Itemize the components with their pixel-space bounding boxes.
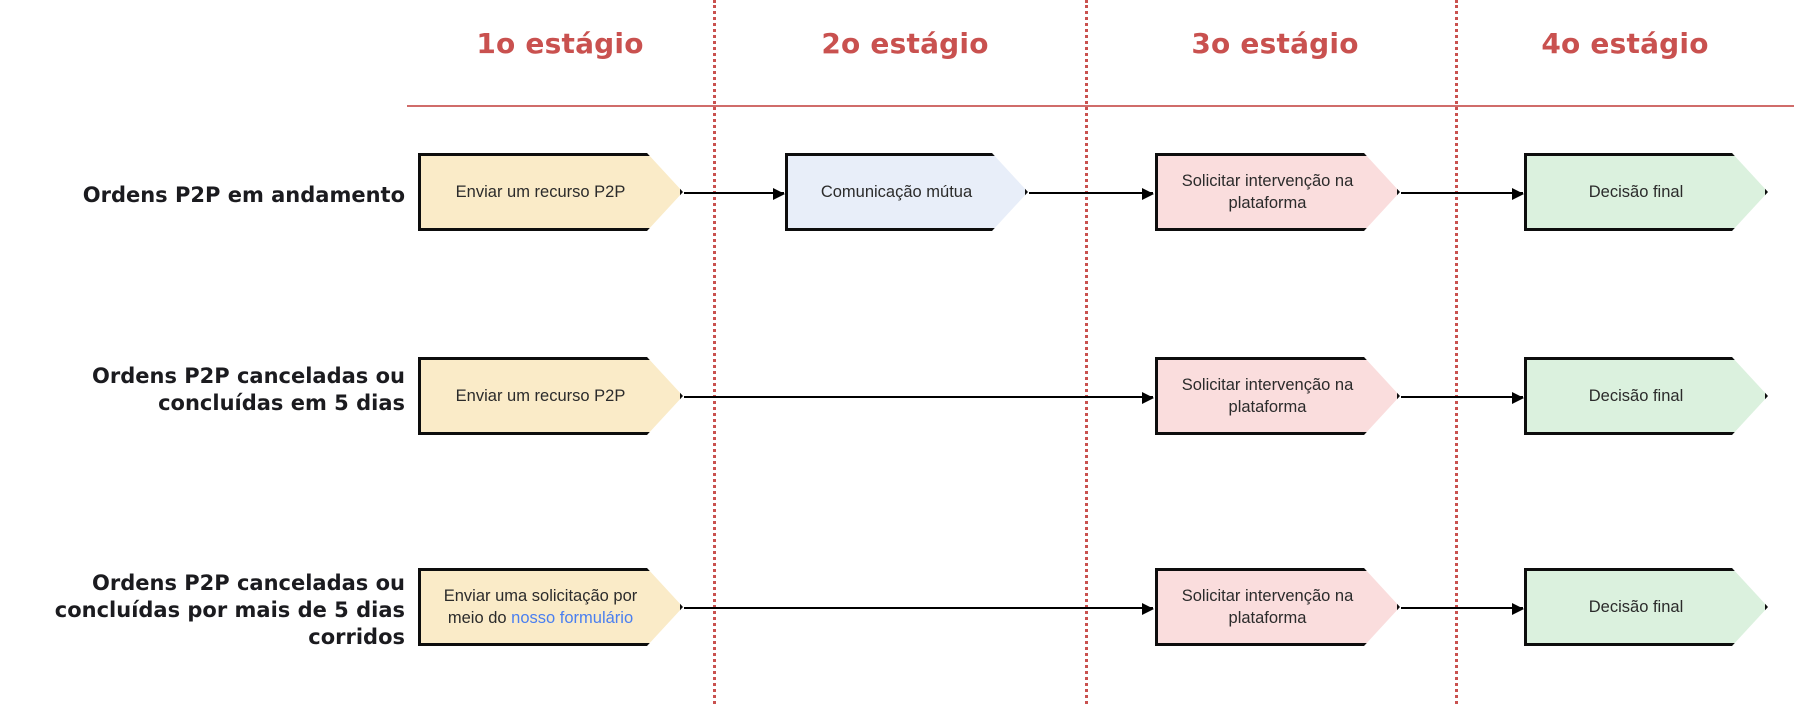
connector-arrow-r3-1 <box>684 602 1154 615</box>
flow-step-green-r1-4: Decisão final <box>1524 153 1768 231</box>
flow-step-label: Solicitar intervenção na plataforma <box>1181 171 1354 212</box>
stage-header-2: 2o estágio <box>821 27 989 60</box>
stage-divider-3 <box>1455 0 1458 704</box>
stage-divider-2 <box>1085 0 1088 704</box>
connector-arrow-r2-1 <box>684 391 1154 404</box>
flow-step-label: Enviar um recurso P2P <box>455 182 626 201</box>
flow-step-label: Comunicação mútua <box>820 182 973 201</box>
header-rule <box>407 105 1794 107</box>
flow-step-yellow-r1-1: Enviar um recurso P2P <box>418 153 683 231</box>
flow-step-label: Enviar uma solicitação por meio do nosso… <box>443 586 638 627</box>
flow-step-label: Solicitar intervenção na plataforma <box>1181 375 1354 416</box>
flow-step-yellow-r2-1: Enviar um recurso P2P <box>418 357 683 435</box>
flow-step-green-r3-3: Decisão final <box>1524 568 1768 646</box>
row-label-1: Ordens P2P em andamento <box>82 183 405 207</box>
stage-header-3: 3o estágio <box>1191 27 1359 60</box>
flow-step-label: Decisão final <box>1588 182 1684 201</box>
stage-header-4: 4o estágio <box>1541 27 1709 60</box>
stage-divider-1 <box>713 0 716 704</box>
flow-step-pink-r3-2: Solicitar intervenção na plataforma <box>1155 568 1400 646</box>
stage-header-1: 1o estágio <box>476 27 644 60</box>
connector-arrow-r1-3 <box>1401 187 1524 200</box>
row-label-3: Ordens P2P canceladas ou concluídas por … <box>54 571 405 649</box>
form-link[interactable]: nosso formulário <box>511 609 634 627</box>
flow-step-blue-r1-2: Comunicação mútua <box>785 153 1028 231</box>
flow-step-label: Solicitar intervenção na plataforma <box>1181 586 1354 627</box>
flow-step-label: Enviar um recurso P2P <box>455 386 626 405</box>
connector-arrow-r2-2 <box>1401 391 1524 404</box>
flow-step-pink-r1-3: Solicitar intervenção na plataforma <box>1155 153 1400 231</box>
flow-step-pink-r2-2: Solicitar intervenção na plataforma <box>1155 357 1400 435</box>
row-label-2: Ordens P2P canceladas ou concluídas em 5… <box>92 364 405 415</box>
connector-arrow-r1-1 <box>684 187 785 200</box>
connector-arrow-r1-2 <box>1029 187 1154 200</box>
flow-step-yellow-r3-1[interactable]: Enviar uma solicitação por meio do nosso… <box>418 568 683 646</box>
flow-step-label: Decisão final <box>1588 386 1684 405</box>
connector-arrow-r3-2 <box>1401 602 1524 615</box>
flow-step-green-r2-3: Decisão final <box>1524 357 1768 435</box>
flow-step-label: Decisão final <box>1588 597 1684 616</box>
